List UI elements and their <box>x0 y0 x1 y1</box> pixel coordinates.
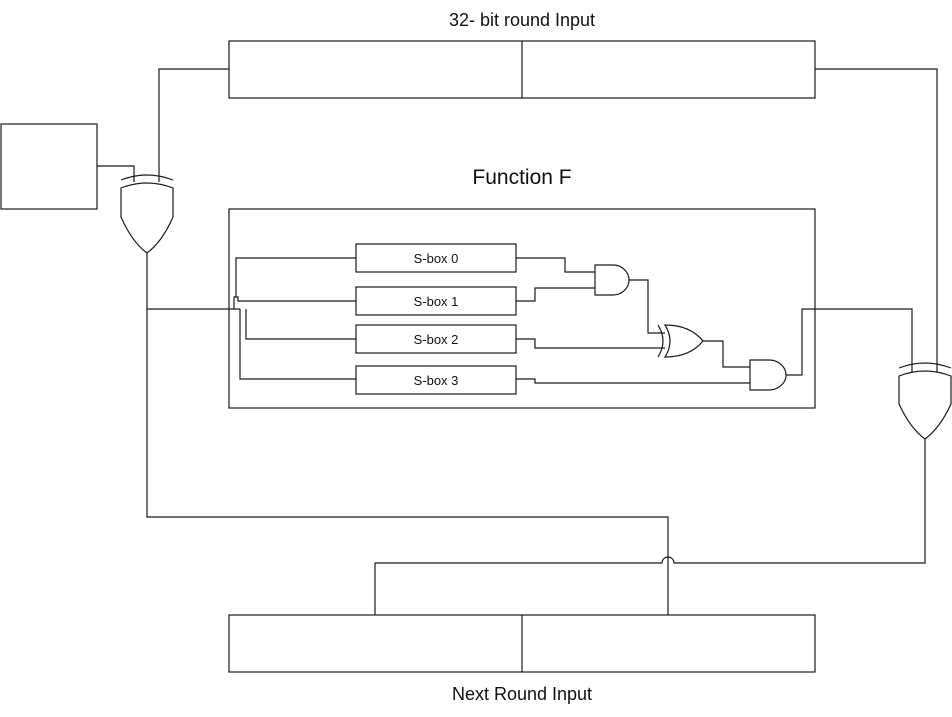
sbox-3: S-box 3 <box>355 365 517 395</box>
right-xor-gate <box>898 362 952 440</box>
wire-sbox0-to-and1 <box>516 257 595 273</box>
inner-xor-arc <box>657 324 664 358</box>
right-xor-arc <box>898 362 952 369</box>
wire-right-xor-to-left-output <box>374 439 926 615</box>
top-label: 32- bit round Input <box>449 10 595 30</box>
sbox-0: S-box 0 <box>355 243 517 273</box>
wire-xor-to-and2 <box>703 340 750 368</box>
wire-and1-to-xor <box>629 279 665 334</box>
wire-left-half-to-xor <box>158 68 229 182</box>
wire-sbox1-to-and1 <box>516 287 595 302</box>
sbox-3-frame <box>355 365 517 395</box>
left-xor-arc <box>120 174 174 181</box>
left-xor-body <box>120 182 174 254</box>
sbox-0-label: S-box 0 <box>414 251 459 266</box>
wire-to-sbox3 <box>239 309 356 380</box>
and-gate-2 <box>749 359 787 391</box>
wire-to-sbox1 <box>233 296 356 309</box>
right-xor-body <box>898 370 952 440</box>
function-f-label: Function F <box>472 166 571 189</box>
function-f-box <box>228 208 816 409</box>
inner-xor-body <box>663 324 704 358</box>
sbox-1: S-box 1 <box>355 286 517 316</box>
sbox-2-label: S-box 2 <box>414 332 459 347</box>
sbox-2: S-box 2 <box>355 324 517 354</box>
wire-key-to-xor <box>97 165 135 182</box>
output-register <box>228 614 816 673</box>
wire-function-output-to-xor <box>786 308 913 378</box>
wire-left-xor-to-right-output <box>146 253 669 615</box>
bottom-label: Next Round Input <box>452 684 592 704</box>
sbox-3-label: S-box 3 <box>414 373 459 388</box>
input-register <box>228 40 816 99</box>
wire-sbox2-to-xor <box>516 338 665 349</box>
inner-xor-gate <box>657 324 704 358</box>
left-xor-gate <box>120 174 174 254</box>
sbox-1-label: S-box 1 <box>414 294 459 309</box>
wire-to-sbox0 <box>235 257 356 297</box>
wire-sbox3-to-and2 <box>516 378 750 384</box>
wire-right-half-to-xor <box>815 68 938 372</box>
key-box <box>0 123 98 210</box>
and-gate-1 <box>594 264 630 296</box>
wire-to-sbox2 <box>245 309 356 340</box>
